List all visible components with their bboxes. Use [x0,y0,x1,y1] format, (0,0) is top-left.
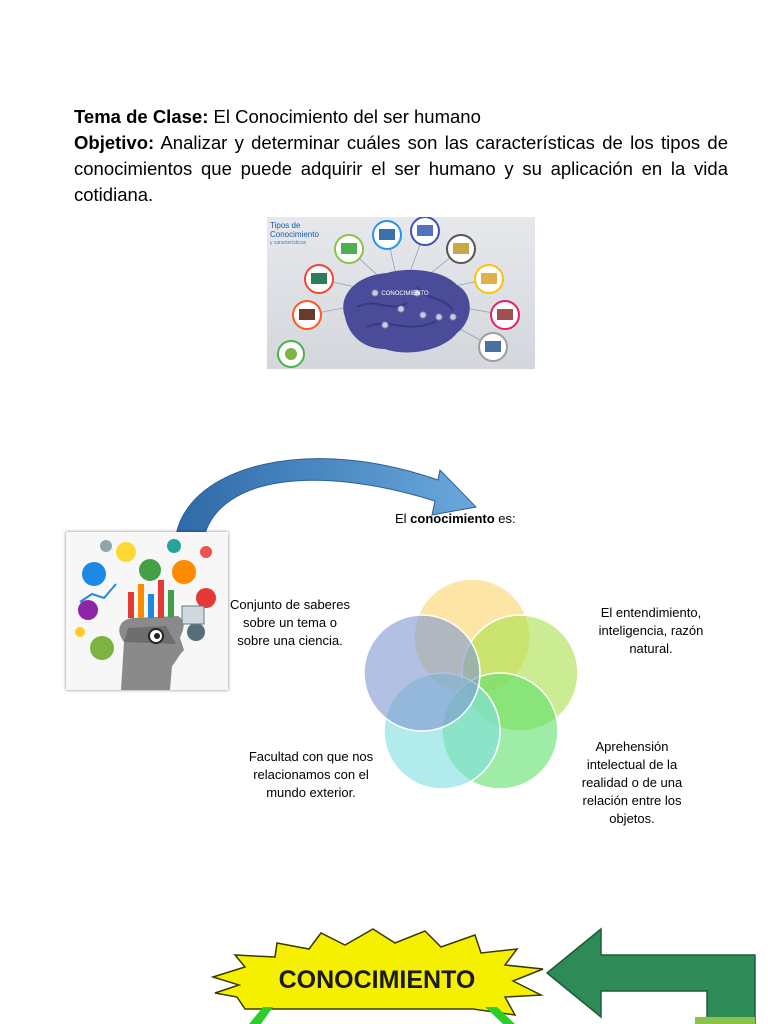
circle-blue [363,614,481,732]
intro-prefix: El [395,511,411,526]
brain-title-line2: Conocimiento [270,230,319,239]
banner-label: CONOCIMIENTO [279,966,476,994]
intro-bold: conocimiento [410,511,495,526]
tema-line: Tema de Clase: El Conocimiento del ser h… [74,104,728,130]
objetivo-value: Analizar y determinar cuáles son las car… [74,132,728,205]
tema-label: Tema de Clase: [74,106,209,127]
brain-center-label: CONOCIMIENTO [381,291,429,297]
intro-suffix: es: [494,511,516,526]
brain-title-line1: Tipos de [270,221,301,230]
curved-arrow-icon [175,458,478,538]
head-illustration-image [66,532,228,690]
header: Tema de Clase: El Conocimiento del ser h… [74,104,728,208]
definition-4: Facultad con que nos relacionamos con el… [248,749,374,800]
brain-infographic-image: CONOCIMIENTO Tipos de Conoc [267,217,535,369]
brain-title-line3: y características [270,240,307,246]
objetivo-line: Objetivo: Analizar y determinar cuáles s… [74,130,728,208]
venn-diagram [363,578,579,790]
definition-3: Aprehensión intelectual de la realidad o… [581,739,683,826]
diagram-intro: El conocimiento es: [395,511,575,526]
objetivo-label: Objetivo: [74,132,155,153]
tema-value: El Conocimiento del ser humano [208,106,481,127]
green-arrow-icon [545,927,756,1024]
starburst-banner: CONOCIMIENTO [210,928,544,1024]
definition-1: Conjunto de saberes sobre un tema o sobr… [230,597,350,648]
definition-2: El entendimiento, inteligencia, razón na… [598,605,704,656]
